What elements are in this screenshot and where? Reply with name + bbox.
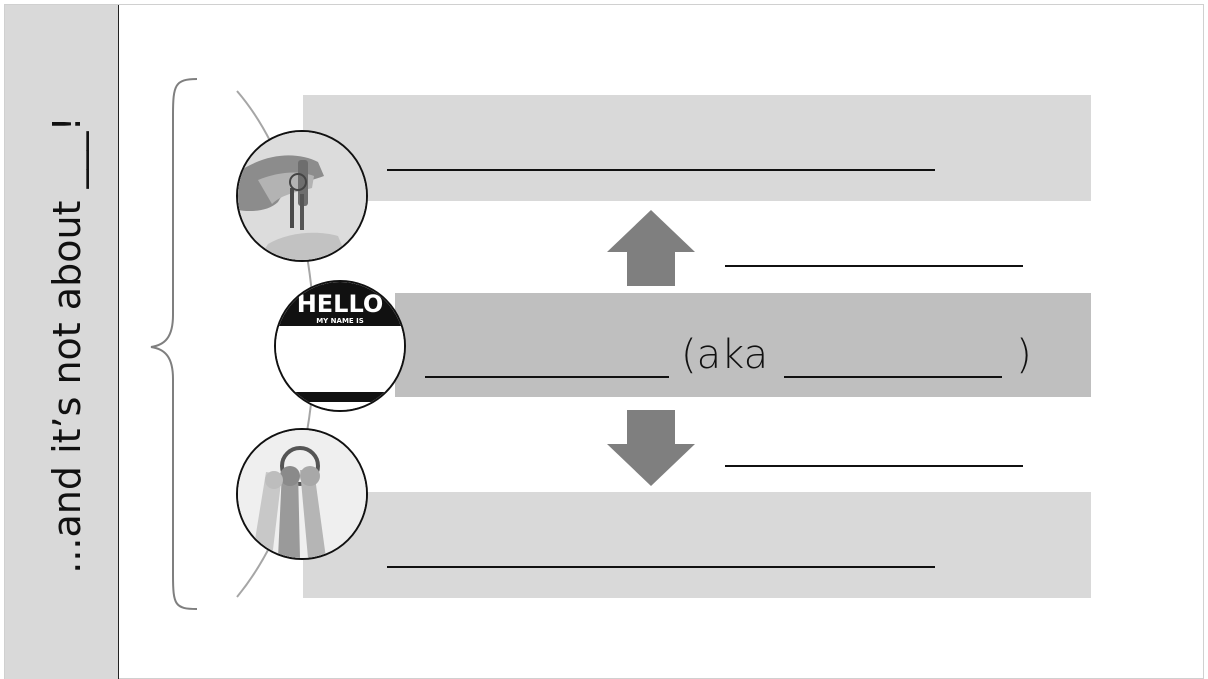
name-tag-subtitle: MY NAME IS bbox=[316, 317, 364, 325]
side-banner: ...and it’s not about ___! bbox=[5, 5, 119, 679]
up-arrow-blank-line bbox=[725, 265, 1023, 267]
bottom-blank-line bbox=[387, 566, 935, 568]
hand-handing-keys-icon bbox=[236, 130, 368, 262]
name-blank bbox=[425, 332, 669, 378]
up-arrow-icon bbox=[607, 210, 695, 286]
side-banner-text: ...and it’s not about ___! bbox=[45, 116, 89, 574]
middle-text: (aka ) bbox=[425, 318, 1032, 378]
name-tag-icon: HELLO MY NAME IS bbox=[274, 280, 406, 412]
aka-blank bbox=[784, 332, 1003, 378]
top-blank-line bbox=[387, 169, 935, 171]
down-arrow-icon bbox=[607, 410, 695, 486]
middle-band bbox=[395, 293, 1091, 397]
close-paren: ) bbox=[1016, 332, 1032, 378]
bottom-band bbox=[303, 492, 1091, 598]
curly-brace bbox=[150, 78, 198, 610]
aka-label: (aka bbox=[681, 332, 769, 378]
name-tag-hello: HELLO bbox=[297, 290, 384, 318]
top-band bbox=[303, 95, 1091, 201]
down-arrow-blank-line bbox=[725, 465, 1023, 467]
keyring-icon bbox=[236, 428, 368, 560]
